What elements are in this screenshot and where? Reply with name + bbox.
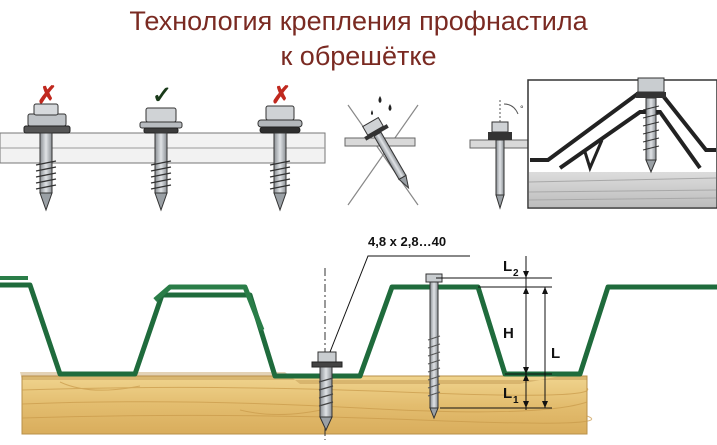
profiled-sheet xyxy=(0,276,717,379)
fastening-screw xyxy=(311,351,343,432)
angled-screw-wrong xyxy=(344,96,419,206)
screw-undertightened xyxy=(257,105,303,212)
dim-L2-label: L xyxy=(503,258,512,275)
dim-L2-subscript: 2 xyxy=(513,268,519,279)
screw-correct xyxy=(139,107,183,212)
wrong-mark-1-icon: ✗ xyxy=(37,82,57,109)
title-line-2: к обрешётке xyxy=(280,41,437,71)
wooden-batten xyxy=(21,375,593,435)
dimension-arrows xyxy=(523,271,548,408)
check-mark-icon: ✓ xyxy=(152,82,172,109)
vertical-screw-correct: ° xyxy=(469,100,531,210)
ridge-detail xyxy=(527,77,717,209)
dim-L1-label: L xyxy=(503,385,512,402)
screw-overtightened xyxy=(23,103,71,212)
crest-screw xyxy=(425,273,443,420)
wrong-mark-3-icon: ✗ xyxy=(271,82,291,109)
dim-L-label: L xyxy=(551,345,560,362)
dim-H-label: H xyxy=(503,325,514,342)
dim-L1-subscript: 1 xyxy=(513,395,519,406)
svg-text:°: ° xyxy=(520,104,524,114)
screw-size-label: 4,8 x 2,8…40 xyxy=(368,234,446,249)
title-line-1: Технология крепления профнастила xyxy=(129,6,588,36)
size-leader-line xyxy=(329,255,470,353)
